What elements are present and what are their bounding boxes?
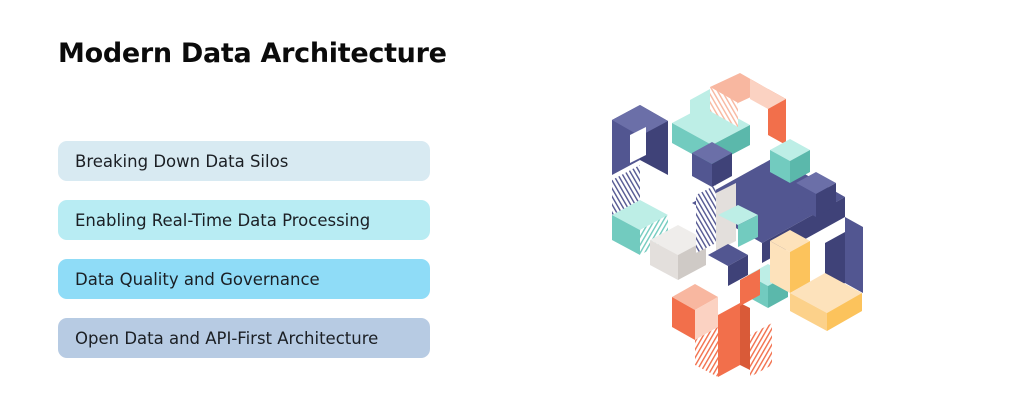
block-teal-cube-right bbox=[790, 150, 810, 183]
block-teal-left-right bbox=[640, 215, 668, 255]
block-navy-right-left bbox=[796, 183, 816, 217]
block-yellow-flat-side bbox=[827, 293, 862, 331]
block-teal-cube-left bbox=[770, 150, 790, 183]
block-teal-small bbox=[690, 89, 710, 125]
block-coral-right-top bbox=[750, 79, 786, 109]
block-striped-center bbox=[696, 185, 716, 253]
isometric-blocks-illustration bbox=[612, 73, 863, 377]
block-coral-column-side bbox=[740, 303, 750, 370]
block-coral-bottom-right bbox=[695, 297, 718, 340]
block-coral-small bbox=[740, 269, 760, 306]
topic-item-quality-governance: Data Quality and Governance bbox=[58, 259, 430, 299]
page-title: Modern Data Architecture bbox=[58, 38, 447, 69]
block-striped-navy-left bbox=[612, 165, 640, 215]
block-mint-center-side bbox=[738, 215, 758, 247]
block-coral-left bbox=[710, 87, 738, 127]
block-navy-center-bottom-side bbox=[728, 255, 748, 286]
topic-item-label: Open Data and API-First Architecture bbox=[75, 328, 379, 348]
block-navy-frame-hole bbox=[630, 127, 646, 163]
topic-item-open-data-api: Open Data and API-First Architecture bbox=[58, 318, 430, 358]
block-yellow-left bbox=[770, 241, 790, 293]
block-teal-left-left bbox=[612, 215, 640, 255]
block-cream-flat bbox=[790, 273, 862, 313]
block-coral-bottom-left bbox=[672, 297, 695, 340]
topic-item-label: Enabling Real-Time Data Processing bbox=[75, 210, 371, 230]
topic-item-label: Breaking Down Data Silos bbox=[75, 151, 289, 171]
block-coral-striped bbox=[695, 327, 718, 377]
block-navy-right-right bbox=[816, 183, 836, 217]
block-grey-left bbox=[650, 240, 678, 280]
block-yellow-right bbox=[790, 241, 810, 293]
block-coral-column bbox=[718, 303, 740, 377]
topic-item-real-time: Enabling Real-Time Data Processing bbox=[58, 200, 430, 240]
block-navy-cube-left bbox=[692, 153, 712, 187]
topic-item-label: Data Quality and Governance bbox=[75, 269, 320, 289]
block-navy-cube-right bbox=[712, 153, 732, 187]
topic-item-data-silos: Breaking Down Data Silos bbox=[58, 141, 430, 181]
block-navy-frame-left-top bbox=[612, 105, 668, 136]
block-yellow-flat-front bbox=[790, 293, 827, 331]
block-navy-far-right bbox=[845, 217, 863, 293]
block-coral-striped-2 bbox=[750, 323, 772, 377]
topic-list: Breaking Down Data Silos Enabling Real-T… bbox=[58, 141, 430, 377]
